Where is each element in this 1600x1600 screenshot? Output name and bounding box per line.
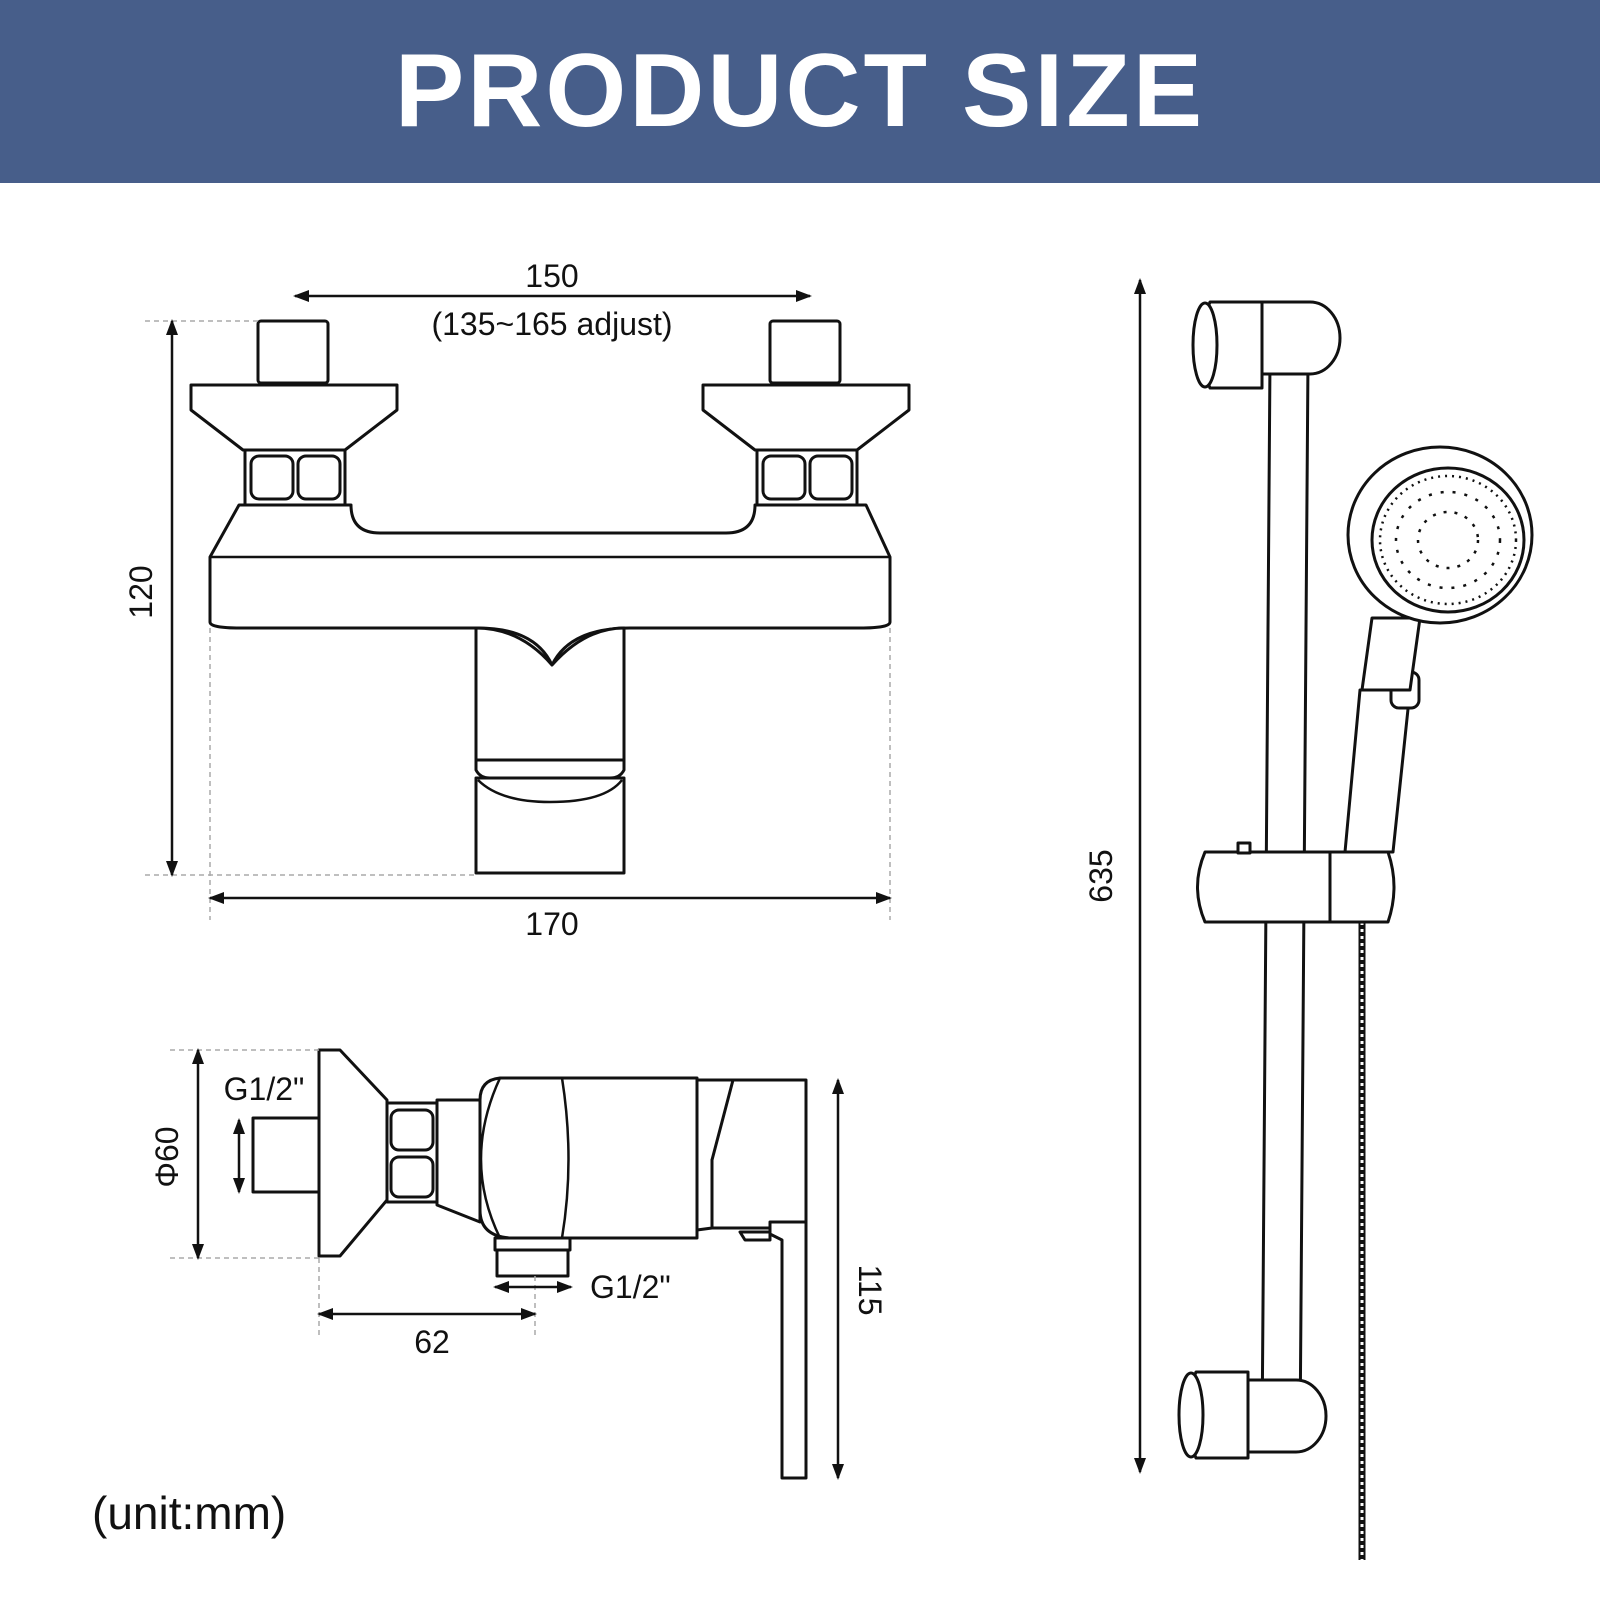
dim-inlet-spacing-note: (135~165 adjust) bbox=[431, 306, 672, 342]
page-title: PRODUCT SIZE bbox=[394, 33, 1206, 149]
header-banner bbox=[0, 0, 1600, 183]
dim-inlet-spacing: 150 bbox=[525, 258, 578, 294]
shower-rail bbox=[1177, 300, 1534, 1560]
dim-depth: 62 bbox=[414, 1324, 450, 1360]
dim-height: 120 bbox=[123, 565, 159, 618]
dim-outlet-thread: G1/2" bbox=[590, 1269, 671, 1305]
dim-width: 170 bbox=[525, 906, 578, 942]
dim-lever-height: 115 bbox=[852, 1264, 888, 1315]
dim-inlet-thread: G1/2" bbox=[224, 1071, 305, 1107]
front-view-mixer bbox=[189, 319, 911, 875]
side-view-mixer bbox=[251, 1048, 808, 1480]
dim-rail-length: 635 bbox=[1083, 849, 1119, 902]
unit-note: (unit:mm) bbox=[92, 1487, 287, 1539]
dim-diameter: Φ60 bbox=[149, 1126, 185, 1187]
